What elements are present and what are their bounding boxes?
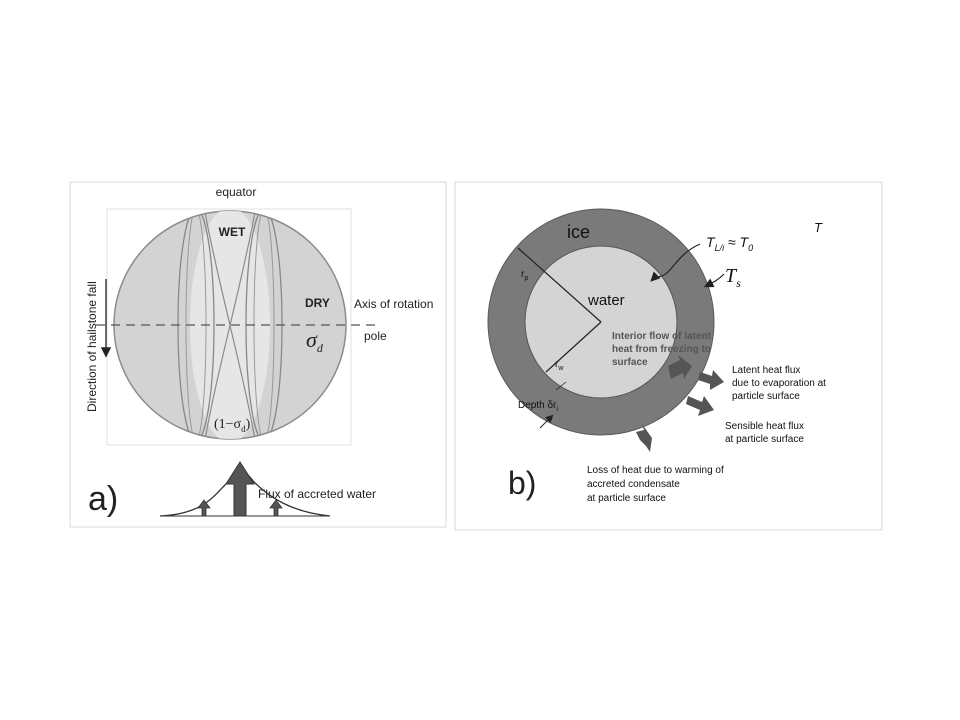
depth-pointer xyxy=(539,414,554,429)
sensible-heat-arrow xyxy=(686,396,714,416)
wet-cross-lines xyxy=(204,211,256,439)
t-s-pointer xyxy=(703,273,725,288)
sigma-subscript: d xyxy=(317,341,324,355)
depth-label: Depth δri xyxy=(518,400,558,413)
t-li-label: TL/i ≈ T0 xyxy=(706,234,753,253)
pole-label: pole xyxy=(364,329,387,343)
latent-flux-line: particle surface xyxy=(732,391,800,402)
loss-heat-label: Loss of heat due to warming of accreted … xyxy=(587,465,727,504)
one-minus-sigma-label: (1−σd) xyxy=(214,417,251,434)
panel-a: equator WET DRY Axis of rotation pole Di… xyxy=(69,181,447,528)
interior-flow-line: heat from freezing to xyxy=(612,344,711,355)
loss-heat-line: Loss of heat due to warming of xyxy=(587,465,724,476)
flux-label: Flux of accreted water xyxy=(258,487,376,501)
t-li-rest: ≈ T xyxy=(724,234,749,250)
condensate-heat-arrow xyxy=(636,424,652,452)
sigma-symbol: σ xyxy=(306,327,318,352)
central-flux-arrow xyxy=(225,461,255,517)
direction-of-fall-label: Direction of hailstone fall xyxy=(85,281,99,412)
r-p-base: r xyxy=(521,269,525,280)
wet-label: WET xyxy=(219,225,246,239)
latent-heat-arrow xyxy=(698,370,724,390)
sensible-flux-label: Sensible heat flux at particle surface xyxy=(725,421,807,445)
interior-flow-arrow xyxy=(668,355,692,379)
sphere-bounding-box xyxy=(106,208,352,446)
sensible-flux-line: at particle surface xyxy=(725,434,804,445)
t-li-pointer xyxy=(650,243,701,282)
axis-of-rotation-label: Axis of rotation xyxy=(354,297,433,311)
t-li-zero: 0 xyxy=(748,243,753,253)
one-minus-sigma-subscript: d xyxy=(241,424,246,434)
interior-flow-label: Interior flow of latent heat from freezi… xyxy=(612,331,714,368)
r-p-sub: p xyxy=(524,275,528,282)
r-w-label: rw xyxy=(555,359,564,372)
latent-flux-line: due to evaporation at xyxy=(732,378,826,389)
rw-pointer xyxy=(555,381,567,391)
one-minus-sigma-close: ) xyxy=(246,417,251,432)
loss-heat-line: accreted condensate xyxy=(587,479,680,490)
t-li-sub: L/i xyxy=(715,243,726,253)
dry-label: DRY xyxy=(305,296,330,310)
water-label: water xyxy=(587,292,625,309)
temperature-t-label: T xyxy=(814,220,823,235)
panel-a-label: a) xyxy=(88,480,118,518)
radius-rw-line xyxy=(545,321,602,373)
one-minus-sigma-open: (1−σ xyxy=(214,417,242,432)
depth-base: Depth δr xyxy=(518,400,557,411)
interior-flow-line: Interior flow of latent xyxy=(612,331,712,342)
t-s-sub: s xyxy=(736,276,741,290)
latent-flux-label: Latent heat flux due to evaporation at p… xyxy=(732,365,829,402)
side-flux-arrow-left xyxy=(197,499,211,517)
side-flux-arrow-right xyxy=(269,499,283,517)
t-s-base: T xyxy=(725,265,738,287)
r-p-label: rp xyxy=(521,269,528,282)
t-s-label: Ts xyxy=(725,265,741,290)
t-li-base: T xyxy=(706,234,716,250)
interior-flow-line: surface xyxy=(612,357,648,368)
panel-b-label: b) xyxy=(508,465,536,501)
sigma-d-label: σd xyxy=(306,327,324,355)
equator-label: equator xyxy=(216,185,257,199)
depth-sub: i xyxy=(556,406,558,413)
sensible-flux-line: Sensible heat flux xyxy=(725,421,804,432)
panel-b: ice water T TL/i ≈ T0 Ts rp rw Depth δri… xyxy=(454,181,883,531)
ice-label: ice xyxy=(567,222,590,242)
radius-rp-line xyxy=(517,247,602,323)
r-w-base: r xyxy=(555,359,559,370)
loss-heat-line: at particle surface xyxy=(587,493,666,504)
latent-flux-line: Latent heat flux xyxy=(732,365,800,376)
r-w-sub: w xyxy=(557,365,564,372)
